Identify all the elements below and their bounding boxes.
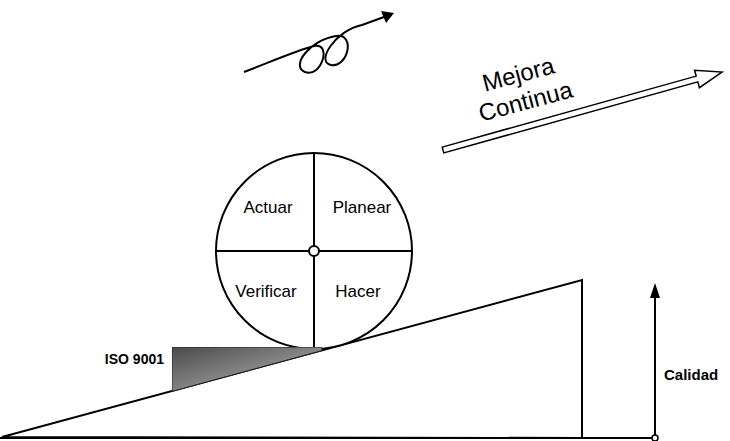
iso-wedge-shape [172, 347, 322, 392]
quadrant-label: Hacer [335, 282, 380, 302]
quality-arrowhead [650, 283, 660, 298]
iso-label: ISO 9001 [105, 351, 164, 367]
rotation-arrowhead [381, 11, 394, 23]
quadrant-label: Planear [333, 198, 392, 218]
pdca-quadrant: Actuar [240, 196, 295, 220]
pdca-quadrant: Planear [330, 196, 395, 220]
iso-block: ISO 9001 [172, 347, 322, 392]
pdca-wheel [216, 153, 412, 349]
quadrant-label: Verificar [235, 282, 296, 302]
quality-arrow-base [652, 435, 658, 441]
pdca-quadrant: Hacer [332, 280, 383, 304]
rotation-spiral [244, 17, 384, 73]
improvement-label: Mejora Continua [442, 42, 601, 135]
pdca-quadrant: Verificar [232, 280, 299, 304]
quality-label: Calidad [664, 366, 718, 383]
quadrant-label: Actuar [243, 198, 292, 218]
quality-arrow [654, 296, 656, 438]
wheel-hub [309, 246, 319, 256]
iso-wedge [172, 347, 322, 391]
ground-line [0, 437, 658, 439]
